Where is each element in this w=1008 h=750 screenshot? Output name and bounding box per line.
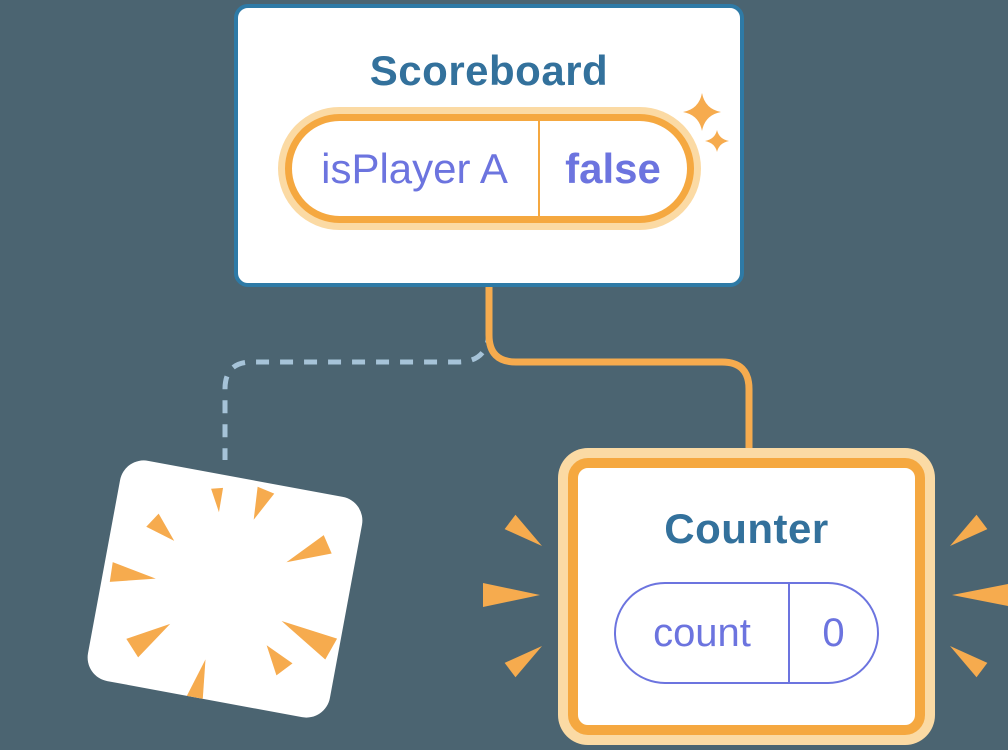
sparkle-icon	[683, 93, 729, 152]
emphasis-ray	[483, 583, 540, 607]
state-label: isPlayer A	[321, 144, 508, 192]
emphasis-ray	[504, 514, 542, 546]
poof-burst-icon	[109, 486, 338, 705]
pill-divider	[537, 121, 540, 216]
scoreboard-component-card: Scoreboard isPlayer A false	[234, 4, 744, 287]
emphasis-ray	[952, 584, 1008, 606]
scoreboard-title: Scoreboard	[369, 47, 609, 94]
emphasis-rays-icon	[483, 514, 1008, 678]
state-label: count	[653, 610, 751, 655]
emphasis-ray	[950, 646, 988, 678]
state-value: false	[565, 144, 661, 192]
emphasis-ray	[211, 487, 224, 513]
destroyed-component-card	[83, 456, 367, 722]
emphasis-ray	[146, 513, 175, 541]
state-value: 0	[822, 610, 845, 655]
emphasis-ray	[950, 514, 988, 546]
emphasis-ray	[185, 659, 206, 705]
emphasis-ray	[126, 623, 171, 658]
counter-title: Counter	[664, 505, 829, 552]
pill-divider	[788, 584, 790, 682]
emphasis-ray	[281, 621, 338, 660]
emphasis-ray	[504, 646, 542, 678]
emphasis-ray	[109, 562, 156, 582]
counter-component-card: Counter count 0	[568, 458, 925, 735]
scoreboard-state-pill: isPlayer A false	[284, 114, 694, 223]
counter-highlight-halo: Counter count 0	[558, 448, 935, 745]
emphasis-ray	[266, 645, 293, 676]
solid-connector-line	[485, 284, 753, 470]
counter-state-pill: count 0	[614, 582, 879, 684]
emphasis-ray	[286, 535, 332, 563]
dashed-connector-line	[222, 329, 492, 460]
emphasis-ray	[253, 486, 275, 520]
